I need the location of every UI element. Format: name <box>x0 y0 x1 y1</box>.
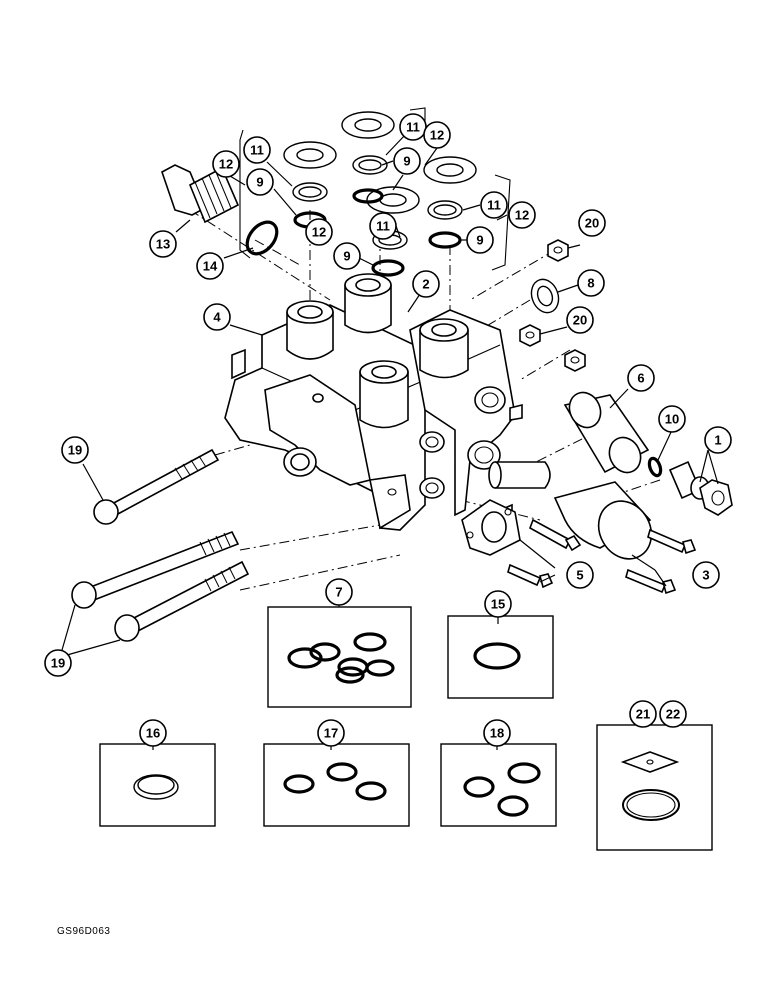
callout-9b: 9 <box>333 242 361 270</box>
callout-22: 22 <box>659 700 687 728</box>
svg-text:12: 12 <box>219 157 233 172</box>
svg-text:2: 2 <box>422 277 429 292</box>
svg-text:7: 7 <box>335 585 342 600</box>
svg-text:9: 9 <box>476 233 483 248</box>
svg-text:13: 13 <box>156 237 170 252</box>
svg-text:4: 4 <box>213 310 221 325</box>
svg-text:15: 15 <box>491 597 505 612</box>
callout-12a: 12 <box>212 150 240 178</box>
svg-text:14: 14 <box>203 259 218 274</box>
svg-text:19: 19 <box>68 443 82 458</box>
svg-text:9: 9 <box>403 154 410 169</box>
callout-2: 2 <box>412 270 440 298</box>
kit-box-17 <box>263 743 410 827</box>
relief-valve-assembly <box>563 391 733 516</box>
callout-17: 17 <box>317 719 345 747</box>
svg-text:5: 5 <box>576 568 583 583</box>
callout-8: 8 <box>577 269 605 297</box>
svg-text:12: 12 <box>312 225 326 240</box>
svg-text:21: 21 <box>636 707 650 722</box>
svg-text:1: 1 <box>714 433 721 448</box>
svg-text:19: 19 <box>51 656 65 671</box>
svg-text:10: 10 <box>665 412 679 427</box>
svg-text:9: 9 <box>256 175 263 190</box>
kit-box-18 <box>440 743 557 827</box>
fitting-13 <box>161 164 240 224</box>
callout-5: 5 <box>566 561 594 589</box>
callout-11d: 11 <box>369 212 397 240</box>
callout-11b: 11 <box>399 113 427 141</box>
callout-12d: 12 <box>305 218 333 246</box>
callout-bubbles: 1 2 3 4 5 6 7 8 9 9 9 9 10 11 11 11 11 1… <box>44 113 732 747</box>
callout-6: 6 <box>627 364 655 392</box>
svg-text:22: 22 <box>666 707 680 722</box>
callout-13: 13 <box>149 230 177 258</box>
kit-box-15 <box>447 615 554 699</box>
svg-text:11: 11 <box>376 219 390 234</box>
svg-text:17: 17 <box>324 726 338 741</box>
callout-16: 16 <box>139 719 167 747</box>
callout-19b: 19 <box>44 649 72 677</box>
svg-text:12: 12 <box>515 208 529 223</box>
seal-stack-brackets <box>239 107 511 271</box>
svg-text:20: 20 <box>585 216 599 231</box>
long-bolts <box>71 448 250 642</box>
drawing-code: GS96D063 <box>57 926 111 937</box>
leader-lines <box>59 133 719 750</box>
seal-kit-boxes <box>99 606 713 851</box>
kit-box-21-22 <box>596 724 713 851</box>
callout-9a: 9 <box>246 168 274 196</box>
svg-text:11: 11 <box>250 143 264 158</box>
svg-text:12: 12 <box>430 128 444 143</box>
callout-1: 1 <box>704 426 732 454</box>
nuts-and-washer <box>519 239 586 372</box>
svg-text:16: 16 <box>146 726 160 741</box>
callout-3: 3 <box>692 561 720 589</box>
svg-text:9: 9 <box>343 249 350 264</box>
callout-11a: 11 <box>243 136 271 164</box>
callout-14: 14 <box>196 252 224 280</box>
svg-text:6: 6 <box>637 371 644 386</box>
svg-text:20: 20 <box>573 313 587 328</box>
callout-15: 15 <box>484 590 512 618</box>
kit-box-7 <box>267 606 412 708</box>
callout-12b: 12 <box>423 121 451 149</box>
callout-7: 7 <box>325 578 353 606</box>
svg-text:11: 11 <box>487 198 501 213</box>
svg-text:11: 11 <box>406 120 420 135</box>
callout-10: 10 <box>658 405 686 433</box>
callout-9d: 9 <box>466 226 494 254</box>
callout-19a: 19 <box>61 436 89 464</box>
svg-text:3: 3 <box>702 568 709 583</box>
callout-12c: 12 <box>508 201 536 229</box>
svg-text:18: 18 <box>490 726 504 741</box>
callout-11c: 11 <box>480 191 508 219</box>
svg-text:8: 8 <box>587 276 594 291</box>
spool-and-cap <box>461 461 653 560</box>
valve-body <box>224 273 523 531</box>
callout-20a: 20 <box>578 209 606 237</box>
callout-9c: 9 <box>393 147 421 175</box>
callout-21: 21 <box>629 700 657 728</box>
cap-screws <box>507 518 697 595</box>
callout-18: 18 <box>483 719 511 747</box>
callout-4: 4 <box>203 303 231 331</box>
callout-20b: 20 <box>566 306 594 334</box>
